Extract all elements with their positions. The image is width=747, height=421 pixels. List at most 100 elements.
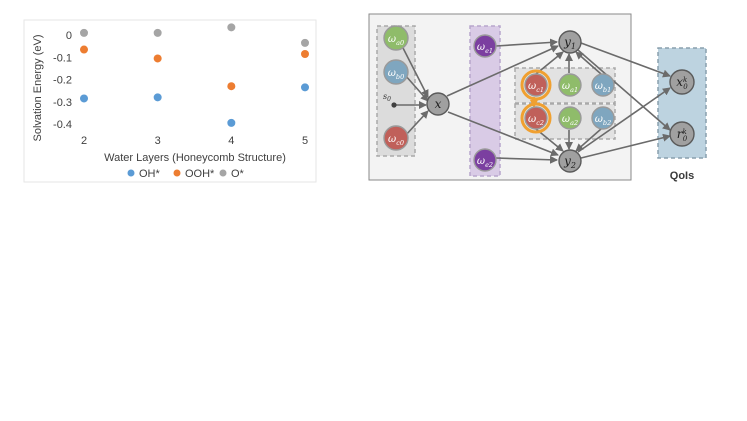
node-superscript: k — [683, 128, 687, 136]
y-axis-label: Solvation Energy (eV) — [32, 35, 44, 142]
node-subscript: 1 — [571, 42, 576, 51]
node-symbol: s — [383, 92, 387, 101]
node-symbol: ω — [388, 34, 396, 45]
node-symbol: ω — [477, 42, 485, 53]
node-w-a0 — [383, 25, 409, 51]
node-subscript: b1 — [603, 86, 611, 94]
node-symbol: y — [563, 35, 571, 49]
node-symbol: ω — [595, 81, 603, 92]
y-tick-label: -0.2 — [53, 75, 72, 87]
node-subscript: c1 — [536, 86, 544, 94]
node-w-c0 — [383, 125, 409, 151]
point-o-2 — [80, 28, 88, 37]
node-label-w-b1: ωb1 — [595, 81, 611, 94]
chart-legend: OH*OOH*O* — [127, 168, 245, 180]
x-tick-label: 2 — [81, 135, 87, 147]
node-label-w-c0: ωc0 — [388, 134, 404, 147]
node-symbol: ω — [528, 81, 536, 92]
qois-label: QoIs — [669, 170, 695, 182]
node-label-w-a0: ωa0 — [388, 34, 404, 47]
point-oh-5 — [301, 83, 309, 92]
node-label-w-e1: ωe1 — [477, 42, 493, 55]
node-symbol: ω — [595, 114, 603, 125]
node-highlight-ring — [520, 102, 552, 134]
point-ooh-2 — [80, 45, 88, 54]
data-points — [80, 23, 309, 127]
point-ooh-4 — [227, 82, 236, 91]
node-w-c1 — [524, 73, 548, 97]
y-tick-labels: 0-0.1-0.2-0.3-0.4 — [53, 30, 72, 131]
node-symbol: x — [435, 97, 442, 111]
edge-c0-x — [404, 110, 429, 137]
node-y2 — [558, 149, 582, 173]
node-subscript: a1 — [570, 86, 578, 94]
node-w-a1 — [558, 73, 582, 97]
edge-e2-y2 — [495, 155, 558, 164]
edge-b0-x — [404, 74, 429, 102]
edge-a0-x — [401, 45, 429, 98]
node-subscript: 0 — [387, 96, 391, 103]
legend-marker — [219, 169, 227, 177]
point-ooh-5 — [301, 50, 309, 58]
node-layer — [383, 25, 695, 173]
node-subscript: a0 — [396, 39, 404, 47]
node-subscript: e2 — [485, 161, 493, 169]
node-w-b0 — [383, 59, 409, 85]
node-label-w-e2: ωe2 — [477, 156, 493, 169]
y-tick-label: 0 — [66, 30, 72, 42]
node-subscript: 2 — [570, 161, 576, 170]
node-w-b2 — [591, 106, 615, 130]
node-symbol: ω — [388, 68, 396, 79]
node-w-a2 — [558, 106, 582, 130]
node-x0k — [669, 69, 695, 95]
solvation-energy-chart: Solvation Energy (eV) Water Layers (Hone… — [0, 0, 325, 185]
edge-e1-y1 — [495, 38, 558, 47]
edge-x-y1 — [446, 45, 559, 97]
chart-frame — [23, 19, 317, 183]
edge-y1-x0k — [580, 42, 671, 78]
legend-label: OOH* — [185, 168, 215, 180]
legend-label: O* — [231, 168, 245, 180]
edge-b1-y1 — [575, 51, 602, 75]
node-subscript: 0 — [683, 83, 688, 91]
edge-b2-y2 — [575, 128, 602, 152]
node-subscript: c0 — [396, 139, 404, 147]
point-ooh-3 — [153, 54, 162, 63]
node-r0k — [669, 121, 695, 147]
x-tick-label: 3 — [155, 135, 161, 147]
s0-node — [391, 102, 397, 108]
edge-x-y2 — [447, 111, 559, 157]
legend-marker — [173, 169, 181, 177]
node-subscript: e1 — [485, 47, 493, 55]
node-label-w-c1: ωc1 — [528, 81, 544, 94]
y-tick-label: -0.1 — [53, 52, 72, 64]
node-label-y1: y1 — [563, 35, 576, 51]
node-label-s0: s0 — [383, 92, 391, 103]
x-tick-label: 4 — [228, 135, 234, 147]
node-label-w-b2: ωb2 — [595, 114, 611, 127]
node-symbol: r — [677, 127, 684, 141]
node-subscript: b0 — [396, 73, 404, 81]
edge-y1-r0k — [577, 49, 671, 131]
node-label-w-b0: ωb0 — [388, 68, 404, 81]
node-symbol: ω — [477, 156, 485, 167]
point-oh-4 — [227, 118, 236, 127]
node-label-w-c2: ωc2 — [528, 114, 544, 127]
node-w-e2 — [473, 148, 497, 172]
point-oh-2 — [80, 94, 88, 103]
point-o-3 — [153, 28, 162, 37]
node-label-w-a1: ωa1 — [562, 81, 578, 94]
node-x — [426, 92, 450, 116]
node-w-c2 — [524, 106, 548, 130]
node-y1 — [558, 30, 582, 54]
node-label-y2: y2 — [563, 154, 576, 170]
point-o-4 — [227, 23, 236, 32]
node-w-b1 — [591, 73, 615, 97]
x-axis-label: Water Layers (Honeycomb Structure) — [104, 152, 286, 164]
